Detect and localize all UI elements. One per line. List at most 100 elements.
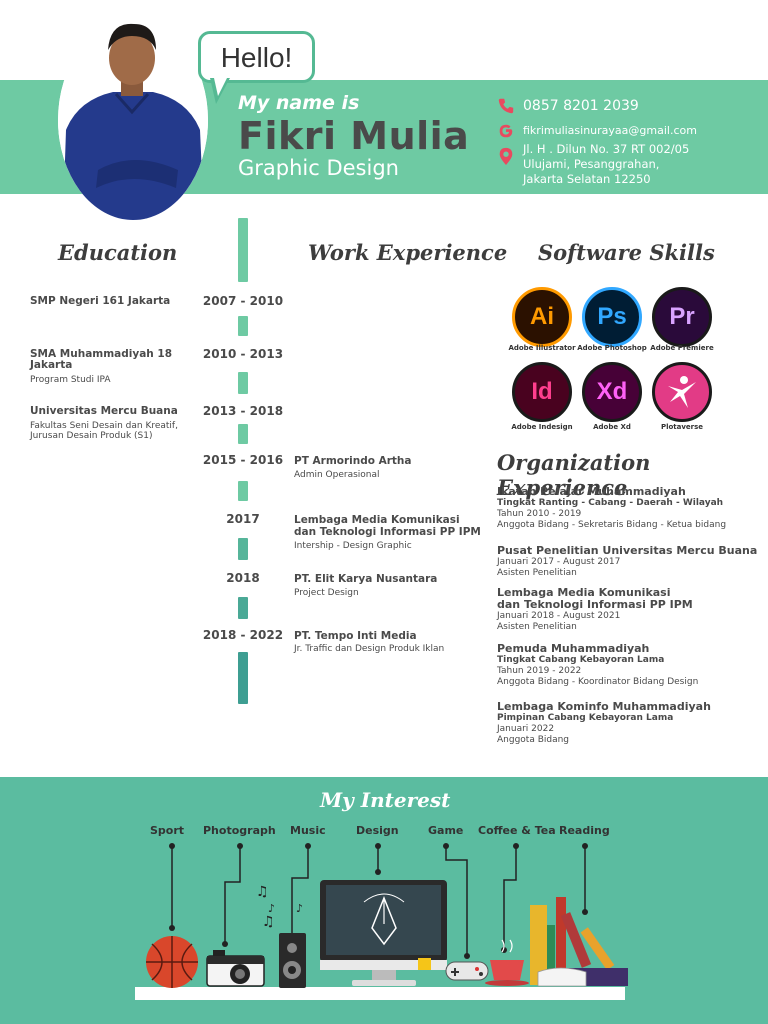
timeline-segment	[238, 372, 248, 394]
work-company: PT. Tempo Inti Media	[294, 630, 417, 642]
software-label: Adobe Premiere	[650, 344, 714, 352]
interest-label: Photograph	[203, 824, 276, 837]
job-role: Graphic Design	[238, 156, 399, 180]
profile-photo	[58, 20, 208, 220]
education-year: 2010 - 2013	[202, 347, 284, 361]
software-label: Adobe Illustrator	[508, 344, 576, 352]
org-detail: Januari 2017 - August 2017	[497, 557, 621, 567]
software-label: Adobe Indesign	[511, 423, 573, 431]
org-name: Pusat Penelitian Universitas Mercu Buana	[497, 544, 758, 557]
photoshop-icon: Ps	[582, 287, 642, 347]
org-detail: Anggota Bidang	[497, 735, 570, 745]
org-item: Lembaga Kominfo Muhammadiyah Pimpinan Ca…	[497, 701, 762, 746]
org-name: Pemuda Muhammadiyah	[497, 642, 650, 655]
work-experience-title: Work Experience	[308, 240, 508, 265]
work-year: 2018	[226, 571, 260, 585]
books-icon	[530, 897, 628, 987]
work-company: Lembaga Media Komunikasi dan Teknologi I…	[294, 514, 481, 538]
education-year: 2007 - 2010	[202, 294, 284, 308]
org-item: Pusat Penelitian Universitas Mercu Buana…	[497, 545, 762, 579]
education-school: Universitas Mercu Buana	[30, 405, 178, 417]
svg-text:♪: ♪	[268, 902, 275, 915]
education-year: 2013 - 2018	[202, 404, 284, 418]
timeline-segment	[238, 316, 248, 336]
work-company: PT. Elit Karya Nusantara	[294, 573, 438, 585]
org-detail: Tingkat Cabang Kebayoran Lama	[497, 655, 665, 665]
work-position: Project Design	[294, 588, 359, 598]
org-detail: Januari 2018 - August 2021	[497, 611, 621, 621]
org-detail: Pimpinan Cabang Kebayoran Lama	[497, 713, 674, 723]
org-detail: Anggota Bidang - Koordinator Bidang Desi…	[497, 677, 699, 687]
basketball-icon	[146, 936, 198, 988]
education-detail: Fakultas Seni Desain dan Kreatif, Jurusa…	[30, 421, 178, 441]
org-detail: Januari 2022	[497, 724, 555, 734]
interest-label: Reading	[559, 824, 610, 837]
work-year: 2018 - 2022	[202, 628, 284, 642]
org-item: Pemuda Muhammadiyah Tingkat Cabang Kebay…	[497, 643, 762, 688]
address-line: Jl. H . Dilun No. 37 RT 002/05	[523, 142, 690, 156]
hello-bubble: Hello!	[198, 31, 315, 83]
work-position: Intership - Design Graphic	[294, 541, 412, 551]
interest-label: Music	[290, 824, 326, 837]
gamepad-icon	[445, 961, 489, 981]
org-detail: Anggota Bidang - Sekretaris Bidang - Ket…	[497, 520, 727, 530]
camera-icon	[206, 950, 265, 987]
org-name: Lembaga Kominfo Muhammadiyah	[497, 700, 711, 713]
work-company: PT Armorindo Artha	[294, 455, 412, 467]
org-detail: Asisten Penelitian	[497, 622, 577, 632]
timeline-segment	[238, 538, 248, 560]
full-name: Fikri Mulia	[238, 114, 470, 158]
org-detail: Tahun 2010 - 2019	[497, 509, 582, 519]
education-detail: Program Studi IPA	[30, 375, 111, 385]
music-note-icon: ♫ ♪ ♫ ♪	[256, 884, 303, 930]
monitor-icon	[320, 880, 447, 986]
indesign-icon: Id	[512, 362, 572, 422]
person-illustration	[58, 20, 208, 220]
phone-text[interactable]: 0857 8201 2039	[523, 98, 639, 114]
work-year: 2015 - 2016	[202, 453, 284, 467]
xd-icon: Xd	[582, 362, 642, 422]
premiere-icon: Pr	[652, 287, 712, 347]
name-intro: My name is	[238, 92, 360, 114]
interest-label: Design	[356, 824, 399, 837]
timeline-segment	[238, 597, 248, 619]
phone-icon	[497, 97, 515, 119]
plotaverse-icon	[652, 362, 712, 422]
google-icon	[497, 122, 515, 144]
work-position: Admin Operasional	[294, 470, 380, 480]
org-name: Ikatan Pelajar Muhammadiyah	[497, 485, 686, 498]
address-line: Jakarta Selatan 12250	[523, 172, 651, 186]
coffee-cup-icon	[485, 939, 529, 986]
interest-label: Coffee & Tea	[478, 824, 556, 837]
work-position: Jr. Traffic dan Design Produk Iklan	[294, 644, 445, 654]
org-detail: Asisten Penelitian	[497, 568, 577, 578]
svg-text:♫: ♫	[262, 914, 275, 930]
org-name: Lembaga Media Komunikasi dan Teknologi I…	[497, 586, 693, 611]
organization-title: Organization Experience	[497, 450, 651, 500]
interest-label: Sport	[150, 824, 185, 837]
illustrator-icon: Ai	[512, 287, 572, 347]
location-pin-icon	[497, 145, 515, 171]
software-label: Adobe Photoshop	[577, 344, 647, 352]
interest-title: My Interest	[320, 788, 451, 812]
sticky-note-icon	[418, 958, 431, 970]
timeline-segment	[238, 218, 248, 282]
hello-bubble-tail-inner	[214, 78, 227, 96]
address-block: Jl. H . Dilun No. 37 RT 002/05 Ulujami, …	[523, 142, 689, 187]
org-detail: Tingkat Ranting - Cabang - Daerah - Wila…	[497, 498, 724, 508]
education-school: SMP Negeri 161 Jakarta	[30, 295, 171, 307]
timeline-segment	[238, 481, 248, 501]
address-line: Ulujami, Pesanggrahan,	[523, 157, 660, 171]
software-skills-title: Software Skills	[538, 240, 715, 265]
work-year: 2017	[226, 512, 260, 526]
org-item: Lembaga Media Komunikasi dan Teknologi I…	[497, 587, 697, 633]
interest-label: Game	[428, 824, 464, 837]
software-label: Plotaverse	[660, 423, 704, 431]
email-text[interactable]: fikrimuliasinurayaa@gmail.com	[523, 124, 697, 137]
software-label: Adobe Xd	[593, 423, 631, 431]
svg-text:♪: ♪	[296, 902, 303, 915]
org-item: Ikatan Pelajar Muhammadiyah Tingkat Rant…	[497, 486, 762, 531]
org-detail: Tahun 2019 - 2022	[497, 666, 582, 676]
interest-illustration: ♫ ♪ ♫ ♪	[135, 843, 628, 1000]
education-title: Education	[58, 240, 178, 265]
